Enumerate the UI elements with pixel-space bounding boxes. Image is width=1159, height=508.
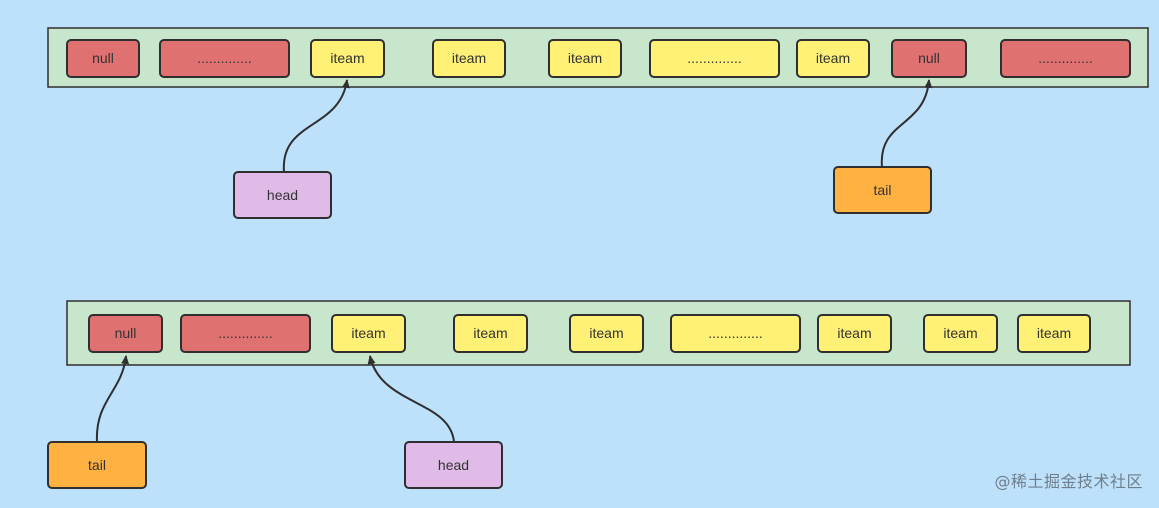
array-1-cell-1: .............. bbox=[159, 39, 290, 78]
array-2-cell-7: iteam bbox=[923, 314, 998, 353]
array-1-tail-arrow bbox=[880, 79, 933, 168]
array-2-cell-4-label: iteam bbox=[589, 325, 623, 341]
array-1-cell-0-label: null bbox=[92, 50, 114, 66]
array-1-cell-5-box bbox=[649, 39, 780, 78]
array-1-cell-7-box bbox=[891, 39, 967, 78]
array-2-cell-1-box bbox=[180, 314, 311, 353]
array-1-cell-8: .............. bbox=[1000, 39, 1131, 78]
array-1-cell-1-box bbox=[159, 39, 290, 78]
array-2-cell-7-label: iteam bbox=[943, 325, 977, 341]
array-2-cell-8: iteam bbox=[1017, 314, 1091, 353]
array-1-cell-4-label: iteam bbox=[568, 50, 602, 66]
array-2-cell-8-label: iteam bbox=[1037, 325, 1071, 341]
array-2-pointer-0: tail bbox=[47, 441, 147, 489]
array-2-cell-5-box bbox=[670, 314, 801, 353]
array-1-pointer-0: head bbox=[233, 171, 332, 219]
array-1: null .............. iteam iteam iteam ..… bbox=[47, 27, 1149, 219]
array-2-pointer-0-label: tail bbox=[88, 457, 106, 473]
array-1-cell-7-label: null bbox=[918, 50, 940, 66]
array-2-cell-4-box bbox=[569, 314, 644, 353]
array-1-cell-0: null bbox=[66, 39, 140, 78]
array-2-cell-1-label: .............. bbox=[218, 325, 272, 341]
array-2-cell-1: .............. bbox=[180, 314, 311, 353]
array-2-cell-2: iteam bbox=[331, 314, 406, 353]
array-2-head-arrow bbox=[367, 355, 455, 443]
array-1-cell-2-box bbox=[310, 39, 385, 78]
array-2-pointer-0-box bbox=[47, 441, 147, 489]
array-2-cell-6: iteam bbox=[817, 314, 892, 353]
array-2-cell-2-label: iteam bbox=[351, 325, 385, 341]
array-1-pointer-0-box bbox=[233, 171, 332, 219]
array-1-pointer-0-label: head bbox=[267, 187, 298, 203]
array-1-cell-8-label: .............. bbox=[1038, 50, 1092, 66]
watermark: @稀土掘金技术社区 bbox=[994, 472, 1143, 491]
array-2-cell-6-box bbox=[817, 314, 892, 353]
array-1-cell-1-label: .............. bbox=[197, 50, 251, 66]
array-1-cell-6: iteam bbox=[796, 39, 870, 78]
array-2-pointer-1-label: head bbox=[438, 457, 469, 473]
array-1-cell-8-box bbox=[1000, 39, 1131, 78]
array-2-cell-7-box bbox=[923, 314, 998, 353]
array-1-cell-4-box bbox=[548, 39, 622, 78]
array-2-cell-0-label: null bbox=[115, 325, 137, 341]
array-2-cell-3-label: iteam bbox=[473, 325, 507, 341]
array-1-pointer-1-label: tail bbox=[874, 182, 892, 198]
array-1-cell-5: .............. bbox=[649, 39, 780, 78]
array-1-cell-3-box bbox=[432, 39, 506, 78]
array-1-cell-2: iteam bbox=[310, 39, 385, 78]
array-2-cell-4: iteam bbox=[569, 314, 644, 353]
array-1-cell-4: iteam bbox=[548, 39, 622, 78]
array-1-pointer-1: tail bbox=[833, 166, 932, 214]
array-2-pointer-1: head bbox=[404, 441, 503, 489]
array-1-cell-3-label: iteam bbox=[452, 50, 486, 66]
array-2-cell-8-box bbox=[1017, 314, 1091, 353]
array-2: null .............. iteam iteam iteam ..… bbox=[47, 300, 1131, 489]
array-1-cell-6-box bbox=[796, 39, 870, 78]
array-1-cell-2-label: iteam bbox=[330, 50, 364, 66]
array-1-cell-3: iteam bbox=[432, 39, 506, 78]
array-2-cell-5-label: .............. bbox=[708, 325, 762, 341]
array-2-tail-arrow bbox=[95, 355, 130, 443]
array-1-cell-7: null bbox=[891, 39, 967, 78]
array-1-cell-0-box bbox=[66, 39, 140, 78]
array-2-cell-0: null bbox=[88, 314, 163, 353]
array-2-pointer-1-box bbox=[404, 441, 503, 489]
array-1-cell-5-label: .............. bbox=[687, 50, 741, 66]
array-1-cell-6-label: iteam bbox=[816, 50, 850, 66]
array-2-cell-3: iteam bbox=[453, 314, 528, 353]
array-2-cell-5: .............. bbox=[670, 314, 801, 353]
array-2-cell-6-label: iteam bbox=[837, 325, 871, 341]
array-1-head-arrow bbox=[282, 79, 350, 173]
array-1-pointer-1-box bbox=[833, 166, 932, 214]
array-2-cell-3-box bbox=[453, 314, 528, 353]
array-2-cell-0-box bbox=[88, 314, 163, 353]
array-2-cell-2-box bbox=[331, 314, 406, 353]
